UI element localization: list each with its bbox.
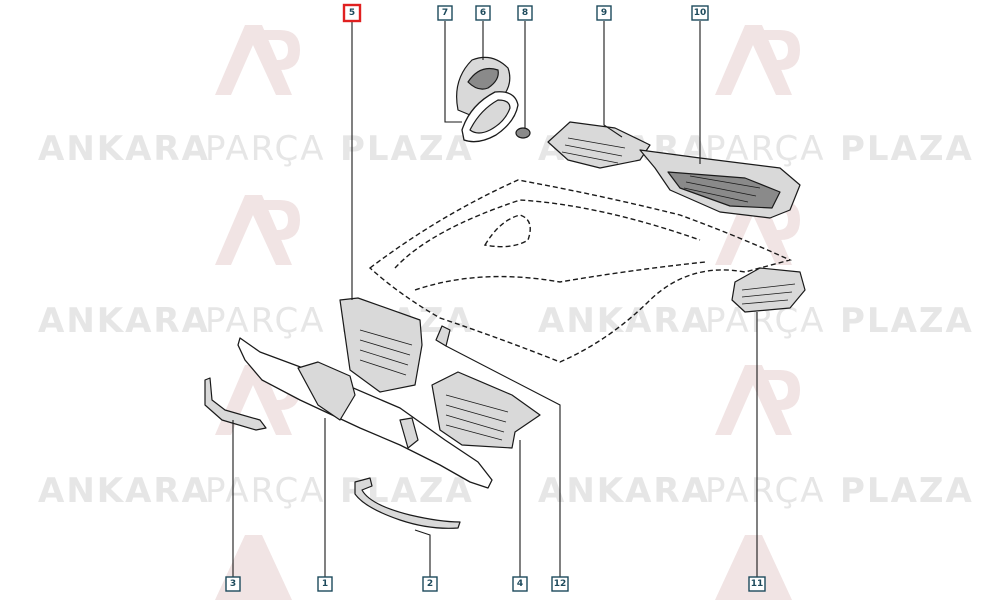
part-12-clip	[435, 325, 451, 347]
watermark-word: PLAZA	[840, 301, 974, 341]
callout-4-box	[512, 576, 528, 592]
callout-6[interactable]: 6	[475, 5, 491, 21]
part-2-lower-strip	[354, 477, 461, 529]
callout-2[interactable]: 2	[422, 576, 438, 592]
callout-4-label: 4	[517, 579, 523, 589]
part-8-clip	[515, 127, 531, 139]
watermark-word: PARÇA	[205, 471, 326, 511]
watermark-word: PLAZA	[840, 471, 974, 511]
callout-12-box	[551, 576, 569, 592]
callout-8-label: 8	[522, 8, 528, 18]
watermark-word: ANKARA	[538, 301, 710, 341]
part-11-side-grille	[731, 267, 806, 313]
callout-10[interactable]: 10	[691, 5, 709, 21]
callout-5-label: 5	[349, 8, 355, 18]
callout-3-box	[225, 576, 241, 592]
callout-6-label: 6	[480, 8, 486, 18]
watermark-row: ANKARA PARÇA PLAZA ANKARA PARÇA PLAZA	[38, 471, 974, 511]
watermark-logo	[715, 535, 792, 600]
part-5-grille-frame-left	[339, 297, 423, 393]
watermark-word: PARÇA	[205, 129, 326, 169]
leader-lines	[232, 21, 758, 577]
watermark-word: ANKARA	[38, 471, 210, 511]
callout-5-box	[342, 3, 362, 23]
callout-6-box	[475, 5, 491, 21]
callout-2-box	[422, 576, 438, 592]
callout-12-label: 12	[554, 579, 567, 589]
callout-9-label: 9	[601, 8, 607, 18]
callout-9-box	[596, 5, 612, 21]
callout-8-box	[517, 5, 533, 21]
callout-7-box	[437, 5, 453, 21]
callout-11-label: 11	[751, 579, 764, 589]
watermark-row: ANKARA PARÇA PLAZA ANKARA PARÇA PLAZA	[38, 129, 974, 169]
watermark-word: ANKARA	[538, 471, 710, 511]
callout-9[interactable]: 9	[596, 5, 612, 21]
watermark-word: PARÇA	[705, 471, 826, 511]
callout-1[interactable]: 1	[317, 576, 333, 592]
watermark-word: ANKARA	[38, 129, 210, 169]
callout-1-box	[317, 576, 333, 592]
part-7-scoop-seal	[461, 91, 519, 143]
part-10-cover-panel	[639, 149, 801, 219]
bonnet-outline	[368, 179, 793, 363]
watermark-word: ANKARA	[38, 301, 210, 341]
watermark-logo	[215, 25, 300, 95]
callout-7[interactable]: 7	[437, 5, 453, 21]
callout-12[interactable]: 12	[551, 576, 569, 592]
callout-11-box	[748, 576, 766, 592]
watermark-word: PARÇA	[205, 301, 326, 341]
callout-1-label: 1	[322, 579, 328, 589]
watermark-logo	[715, 25, 800, 95]
callout-10-label: 10	[694, 8, 707, 18]
watermark-word: PLAZA	[340, 129, 474, 169]
watermark-word: PLAZA	[840, 129, 974, 169]
part-3-trim-strip	[204, 377, 267, 431]
callout-8[interactable]: 8	[517, 5, 533, 21]
part-4-grille-frame-right	[431, 371, 541, 449]
callout-3[interactable]: 3	[225, 576, 241, 592]
callouts: 5 7 6 8 9 10 3 1	[225, 3, 766, 592]
callout-7-label: 7	[442, 8, 448, 18]
callout-4[interactable]: 4	[512, 576, 528, 592]
part-1-bumper-panel	[237, 337, 493, 489]
callout-5[interactable]: 5	[342, 3, 362, 23]
callout-10-box	[691, 5, 709, 21]
callout-3-label: 3	[230, 579, 236, 589]
watermark-row: ANKARA PARÇA PLAZA ANKARA PARÇA PLAZA	[38, 301, 974, 341]
watermark-logo	[215, 195, 300, 265]
callout-11[interactable]: 11	[748, 576, 766, 592]
callout-2-label: 2	[427, 579, 433, 589]
watermark-logo	[715, 365, 800, 435]
